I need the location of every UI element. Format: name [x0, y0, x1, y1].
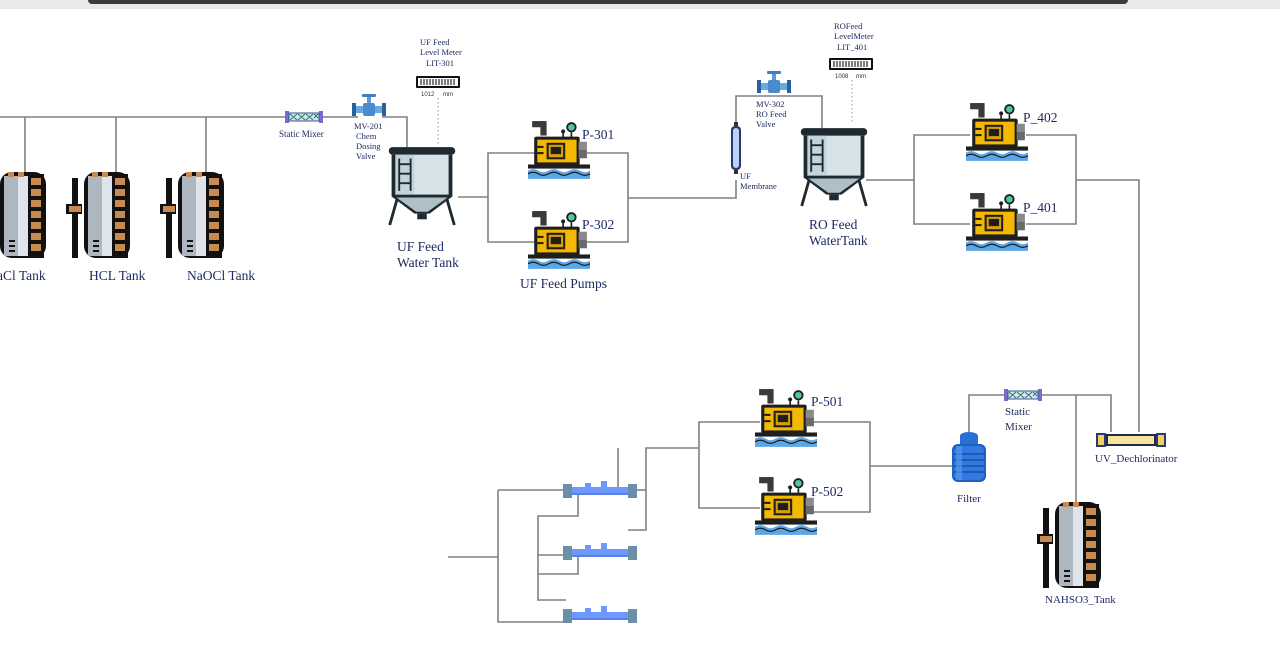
uv-dechlorinator-label: UV_Dechlorinator	[1095, 453, 1178, 465]
nahso3-tank[interactable]: NAHSO3_Tank	[1037, 502, 1116, 606]
valve-mv201-label-3: Dosing	[356, 141, 381, 151]
valve-mv201[interactable]: MV-201 Chem Dosing Valve	[352, 94, 386, 161]
valve-mv302-label-2: RO Feed	[756, 109, 787, 119]
static-mixer-1[interactable]: Static Mixer	[279, 110, 324, 139]
pump-p501[interactable]: P-501	[755, 388, 843, 448]
uf-feed-water-tank[interactable]: UF Feed Water Tank	[387, 145, 459, 270]
ro-feed-water-tank[interactable]: RO Feed WaterTank	[799, 126, 869, 248]
naocl-tank[interactable]: NaOCl Tank	[160, 172, 255, 283]
naocl-tank-label: NaOCl Tank	[187, 268, 255, 283]
hcl-tank[interactable]: HCL Tank	[66, 172, 146, 283]
pump-p402[interactable]: P_402	[966, 102, 1058, 162]
pump-p401[interactable]: P_401	[966, 192, 1058, 252]
pipe-network	[0, 95, 1140, 623]
pump-p502-label: P-502	[811, 484, 843, 499]
nacl-tank-label: aCl Tank	[0, 268, 46, 283]
valve-mv302-label-3: Valve	[756, 119, 776, 129]
pump-p302-label: P-302	[582, 217, 614, 232]
hcl-tank-label: HCL Tank	[89, 268, 146, 283]
valve-mv201-label: MV-201 Chem Dosing Valve	[354, 121, 385, 161]
lit401-label-3: LIT_401	[837, 42, 867, 52]
static-mixer-2-label-2: Mixer	[1005, 421, 1032, 433]
filter[interactable]: Filter	[951, 431, 987, 505]
lit401-label: ROFeed LevelMeter LIT_401	[834, 21, 876, 52]
lit301-label-2: Level Meter	[420, 47, 462, 57]
pump-p501-label: P-501	[811, 394, 843, 409]
uf-feed-tank-label-2: Water Tank	[397, 255, 459, 270]
window-top-bar	[0, 0, 1280, 9]
lit301-label-3: LIT-301	[426, 58, 454, 68]
lit301-label-1: UF Feed	[420, 37, 450, 47]
lit401-unit: mm	[856, 74, 866, 80]
lit401-value: 1008	[835, 74, 849, 80]
valve-mv201-label-4: Valve	[356, 151, 376, 161]
lit401-label-2: LevelMeter	[834, 31, 874, 41]
ro-membrane-module-2[interactable]	[563, 543, 637, 560]
valve-mv201-label-1: MV-201	[354, 121, 383, 131]
pump-p502[interactable]: P-502	[755, 476, 843, 536]
window-top-bar-handle	[88, 0, 1128, 4]
static-mixer-1-label: Static Mixer	[279, 129, 324, 139]
nacl-tank[interactable]: aCl Tank	[0, 172, 46, 283]
static-mixer-2-label-1: Static	[1005, 406, 1030, 418]
pump-p401-label: P_401	[1023, 200, 1058, 215]
ro-membrane-module-3[interactable]	[563, 606, 637, 623]
uf-membrane-label-2: Membrane	[740, 181, 777, 191]
static-mixer-2[interactable]: Static Mixer	[1004, 388, 1042, 433]
ro-feed-tank-label-2: WaterTank	[809, 233, 868, 248]
uf-feed-pumps-label: UF Feed Pumps	[520, 276, 607, 291]
uf-feed-tank-label-1: UF Feed	[397, 239, 444, 254]
uv-dechlorinator[interactable]: UV_Dechlorinator	[1095, 433, 1178, 465]
level-meter-lit401[interactable]: ROFeed LevelMeter LIT_401 1008 mm	[829, 21, 876, 80]
valve-mv302[interactable]: MV-302 RO Feed Valve	[756, 71, 791, 129]
ro-membrane-module-1[interactable]	[563, 481, 637, 498]
valve-mv201-label-2: Chem	[356, 131, 377, 141]
pump-p301-label: P-301	[582, 127, 614, 142]
pump-p302[interactable]: P-302	[528, 210, 614, 270]
pump-p402-label: P_402	[1023, 110, 1058, 125]
lit301-value: 1012	[421, 92, 435, 98]
uf-membrane-label-1: UF	[740, 171, 751, 181]
ro-feed-tank-label-1: RO Feed	[809, 217, 858, 232]
uf-membrane[interactable]: UF Membrane	[731, 122, 777, 191]
lit301-unit: mm	[443, 92, 453, 98]
valve-mv302-label: MV-302 RO Feed Valve	[756, 99, 789, 129]
filter-label: Filter	[957, 493, 981, 505]
level-meter-lit301[interactable]: UF Feed Level Meter LIT-301 1012 mm	[416, 37, 464, 98]
lit401-label-1: ROFeed	[834, 21, 863, 31]
lit301-label: UF Feed Level Meter LIT-301	[420, 37, 464, 68]
pump-p301[interactable]: P-301	[528, 120, 614, 180]
valve-mv302-label-1: MV-302	[756, 99, 785, 109]
nahso3-tank-label: NAHSO3_Tank	[1045, 594, 1116, 606]
